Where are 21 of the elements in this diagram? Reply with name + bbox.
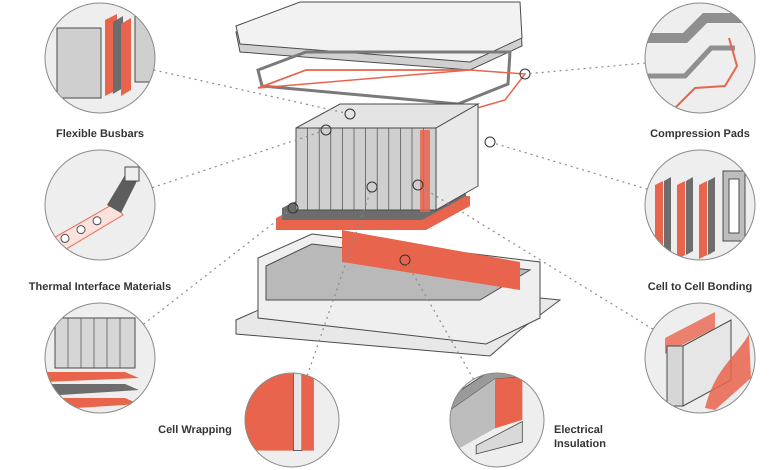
callout-label: Electrical Insulation [554, 424, 607, 452]
target-marker [484, 136, 496, 148]
leader-line [154, 69, 346, 114]
leader-line [422, 187, 654, 330]
callout-label: Thermal Interface Materials [28, 281, 172, 295]
target-marker [400, 254, 410, 266]
target-marker [344, 108, 356, 120]
callout-label: Cell Wrapping [157, 424, 233, 438]
callout-label: Compression Pads [649, 128, 751, 142]
leader-line [530, 62, 646, 74]
leader-line [143, 210, 290, 325]
target-marker [366, 182, 378, 192]
leader-line [306, 192, 371, 376]
target-marker [412, 180, 424, 190]
callout-label: Flexible Busbars [54, 128, 146, 142]
target-marker [520, 68, 530, 80]
leader-line [494, 142, 648, 190]
callout-label: Cell to Cell Bonding [646, 281, 754, 295]
target-marker [320, 124, 332, 136]
leader-line [152, 131, 322, 188]
target-marker [288, 202, 298, 214]
